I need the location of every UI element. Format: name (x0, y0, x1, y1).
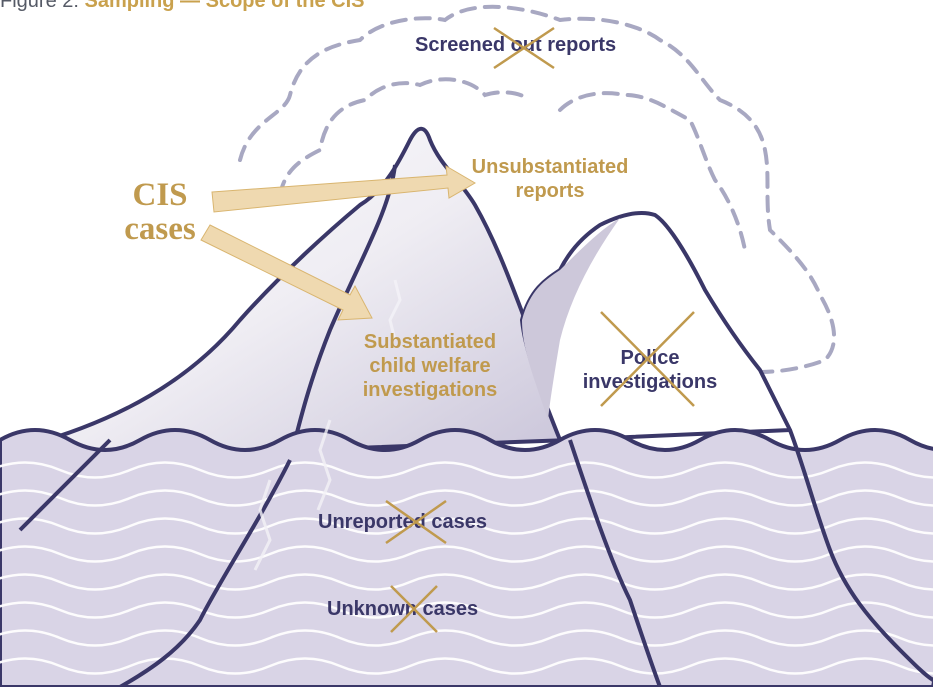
police-cross-icon (600, 311, 695, 407)
submerged-main-right (568, 439, 662, 687)
main-iceberg-ridge (288, 164, 397, 461)
cloud-outline-inner (278, 77, 747, 252)
submerged-main-left (119, 459, 292, 687)
unreported-cross-icon (385, 499, 447, 545)
figure-caption-title: Sampling — Scope of the CIS (84, 0, 365, 12)
submerged-left-line (18, 438, 112, 532)
cis-cases-label: CIS cases (124, 177, 196, 247)
unreported-label: Unreported cases (318, 511, 487, 533)
ice-cracks (253, 279, 402, 571)
unknown-cross-icon (390, 585, 438, 633)
water-surface (0, 428, 933, 687)
figure-caption-prefix: Figure 2: (0, 0, 85, 12)
cloud-outline-outer (238, 4, 837, 374)
screened-out-cross-icon (493, 26, 555, 70)
unknown-label: Unknown cases (327, 598, 479, 620)
unsubstantiated-label: Unsubstantiated reports (471, 156, 629, 202)
figure-caption: Figure 2: Sampling — Scope of the CIS (0, 0, 365, 13)
substantiated-label: Substantiated child welfare investigatio… (362, 331, 498, 401)
arrow-to-substantiated (200, 224, 373, 321)
submerged-right (788, 429, 933, 682)
arrow-to-unsubstantiated (211, 165, 476, 213)
right-iceberg-shade (522, 218, 620, 420)
screened-out-label: Screened out reports (415, 34, 617, 56)
water-waves (0, 461, 933, 675)
